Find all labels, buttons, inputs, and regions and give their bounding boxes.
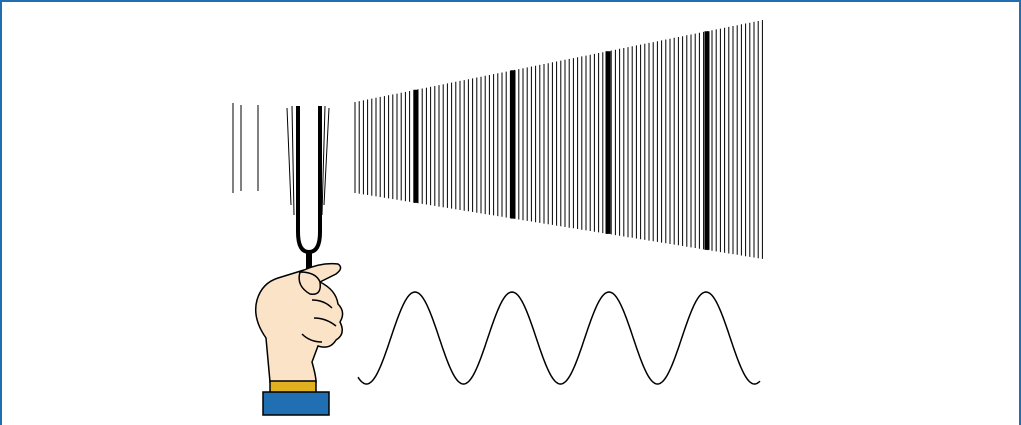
hand-icon — [254, 262, 344, 416]
pressure-wave-lines — [354, 20, 763, 259]
back-wave-lines — [232, 103, 259, 193]
sound-wave-icon — [357, 291, 761, 385]
